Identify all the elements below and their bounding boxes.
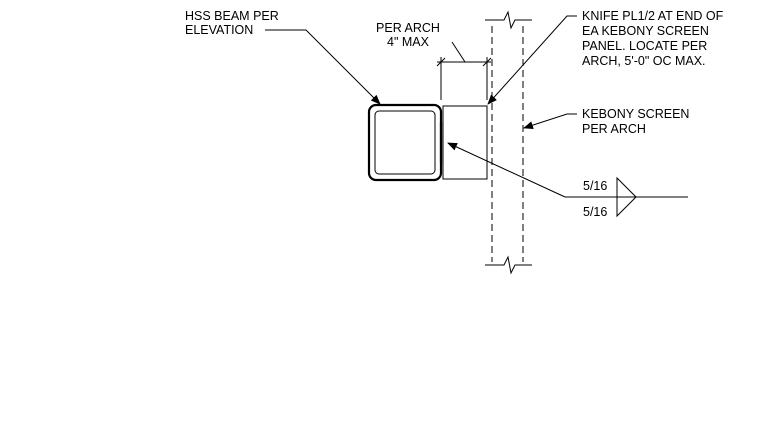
kebony-screen-label-line-1: KEBONY SCREEN	[582, 107, 689, 121]
hss-beam-label-line-1: HSS BEAM PER	[185, 9, 279, 23]
per-arch-line-1: PER ARCH	[376, 21, 440, 35]
knife-plate-label-line-1: KNIFE PL1/2 AT END OF	[582, 9, 724, 23]
hss-beam-callout: HSS BEAM PER ELEVATION	[185, 9, 381, 105]
weld-symbol: 5/16 5/16	[447, 142, 688, 219]
kebony-screen-label-line-2: PER ARCH	[582, 122, 646, 136]
bottom-break-line	[485, 255, 532, 275]
kebony-screen	[485, 10, 532, 275]
fillet-weld-other-side	[616, 196, 637, 218]
knife-plate	[442, 105, 488, 180]
weld-size-bottom: 5/16	[583, 205, 607, 219]
kebony-screen-callout: KEBONY SCREEN PER ARCH	[523, 107, 689, 136]
top-break-line	[485, 10, 532, 30]
knife-plate-label-line-2: EA KEBONY SCREEN	[582, 24, 709, 38]
weld-size-top: 5/16	[583, 179, 607, 193]
hss-beam	[367, 103, 443, 182]
knife-plate-label-line-3: PANEL. LOCATE PER	[582, 39, 707, 53]
per-arch-line-2: 4" MAX	[387, 35, 430, 49]
knife-plate-callout: KNIFE PL1/2 AT END OF EA KEBONY SCREEN P…	[487, 9, 724, 105]
knife-plate-label-line-4: ARCH, 5'-0" OC MAX.	[582, 54, 706, 68]
dimension-per-arch: PER ARCH 4" MAX	[376, 21, 492, 100]
hss-beam-label-line-2: ELEVATION	[185, 23, 253, 37]
fillet-weld-arrow-side	[616, 176, 637, 198]
